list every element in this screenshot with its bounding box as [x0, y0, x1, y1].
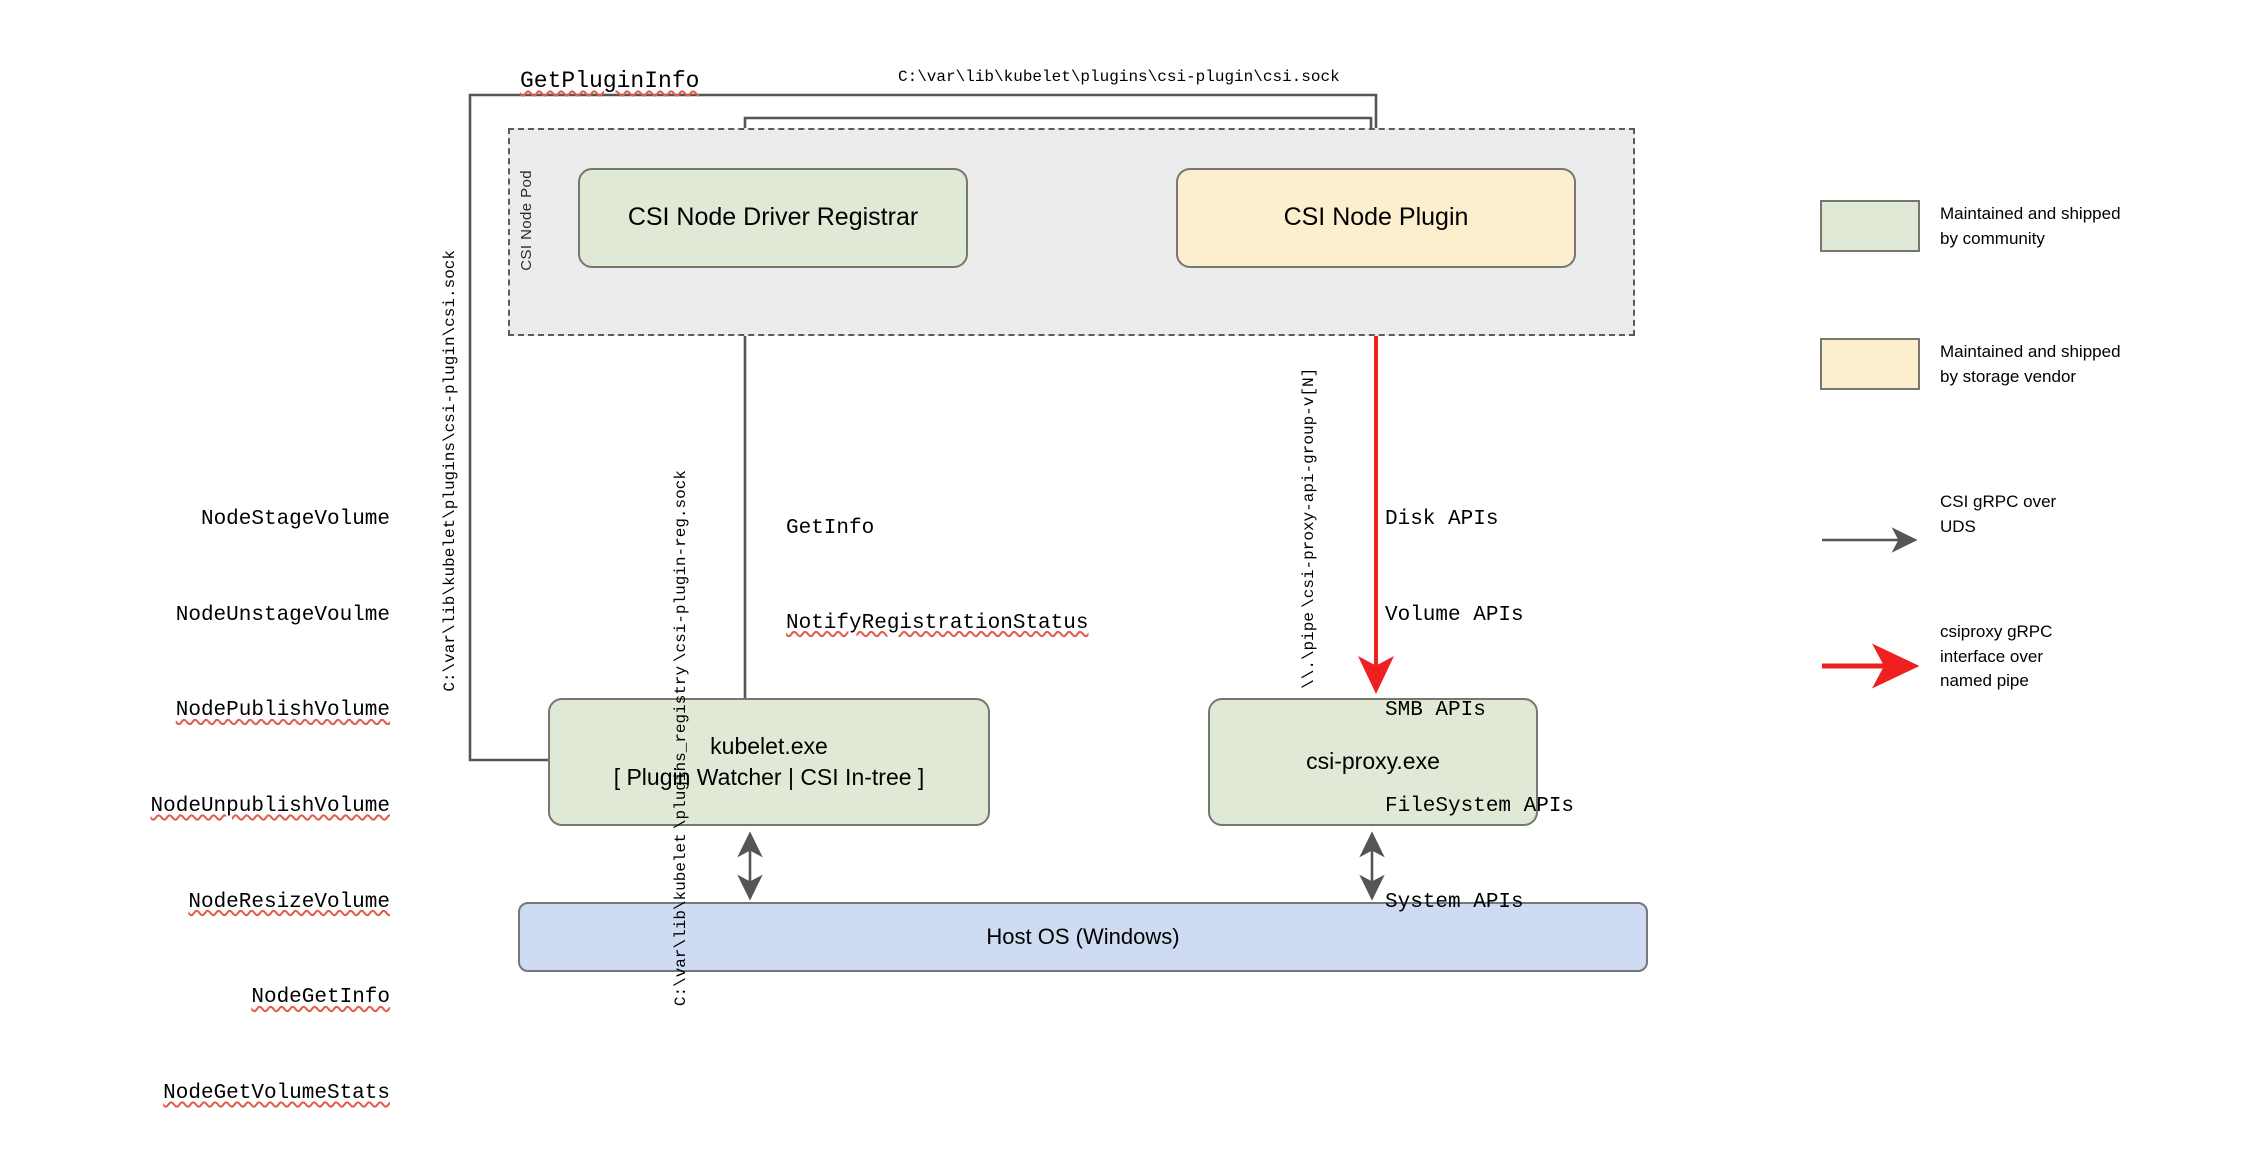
- proxy-api-item: SMB APIs: [1385, 699, 1486, 723]
- node-csi-proxy-exe[interactable]: csi-proxy.exe: [1208, 698, 1538, 826]
- edge-label-getplugininfo: GetPluginInfo: [520, 68, 700, 94]
- legend-label-vendor: Maintained and shipped by storage vendor: [1940, 342, 2121, 386]
- pipe-path-line-2: \csi-proxy-api-group-v[N]: [1300, 368, 1318, 609]
- edge-label-csi-sock-path: C:\var\lib\kubelet\plugins\csi-plugin\cs…: [898, 68, 1340, 86]
- node-api-item: NodeStageVolume: [200, 507, 390, 531]
- node-api-list: NodeStageVolume NodeUnstageVoulme NodePu…: [100, 440, 390, 1174]
- node-api-item: NodeUnpublishVolume: [150, 794, 390, 818]
- edge-label-csi-sock-vertical: C:\var\lib\kubelet\plugins\csi-plugin\cs…: [441, 250, 459, 692]
- proxy-api-item: FileSystem APIs: [1385, 794, 1575, 818]
- node-label-line2: [ Plugin Watcher | CSI In-tree ]: [613, 764, 925, 790]
- node-api-item: NodeGetVolumeStats: [163, 1082, 390, 1106]
- node-host-os[interactable]: Host OS (Windows): [518, 902, 1648, 972]
- node-api-item: NodeGetInfo: [251, 986, 390, 1010]
- proxy-api-item: Volume APIs: [1385, 603, 1524, 627]
- node-label: Host OS (Windows): [986, 924, 1180, 950]
- pipe-path-line-1: \\.\pipe: [1300, 612, 1318, 689]
- registry-path-line-1: C:\var\lib\kubelet: [672, 833, 690, 1007]
- legend-label-community: Maintained and shipped by community: [1940, 204, 2121, 248]
- csi-node-pod-label: CSI Node Pod: [518, 170, 535, 271]
- diagram-canvas: CSI Node Pod CSI Node Driver Registrar C…: [151, 68, 2121, 1105]
- node-kubelet-exe[interactable]: kubelet.exe [ Plugin Watcher | CSI In-tr…: [548, 698, 990, 826]
- registry-path-line-3: \csi-plugin-reg.sock: [672, 470, 690, 663]
- legend-swatch-vendor: [1820, 338, 1920, 390]
- node-label: csi-proxy.exe: [1306, 748, 1440, 775]
- legend-label-named-pipe: csiproxy gRPC interface over named pipe: [1940, 622, 2053, 691]
- node-api-item: NodeUnstageVoulme: [175, 603, 390, 627]
- node-csi-node-driver-registrar[interactable]: CSI Node Driver Registrar: [578, 168, 968, 268]
- node-label: CSI Node Driver Registrar: [627, 203, 919, 232]
- node-label-line1: kubelet.exe: [710, 732, 828, 759]
- proxy-api-item: System APIs: [1385, 890, 1524, 914]
- node-label: CSI Node Plugin: [1283, 203, 1469, 232]
- registry-path-line-2: \plugins_registry: [672, 666, 690, 830]
- edge-label-notifyregistrationstatus: NotifyRegistrationStatus: [786, 611, 1089, 635]
- edge-label-getinfo: GetInfo: [786, 517, 875, 540]
- legend-label-uds: CSI gRPC over UDS: [1940, 492, 2057, 536]
- edge-label-registration-calls: GetInfo NotifyRegistrationStatus: [786, 450, 1088, 702]
- edge-label-named-pipe-vertical: \\.\pipe \csi-proxy-api-group-v[N]: [1300, 368, 1318, 689]
- node-api-item: NodePublishVolume: [175, 699, 390, 723]
- proxy-api-item: Disk APIs: [1385, 507, 1499, 531]
- proxy-api-list: Disk APIs Volume APIs SMB APIs FileSyste…: [1385, 440, 1574, 982]
- edge-label-plugins-registry-vertical: C:\var\lib\kubelet \plugins_registry \cs…: [672, 470, 690, 1006]
- node-api-item: NodeResizeVolume: [188, 890, 390, 914]
- legend-swatch-community: [1820, 200, 1920, 252]
- node-csi-node-plugin[interactable]: CSI Node Plugin: [1176, 168, 1576, 268]
